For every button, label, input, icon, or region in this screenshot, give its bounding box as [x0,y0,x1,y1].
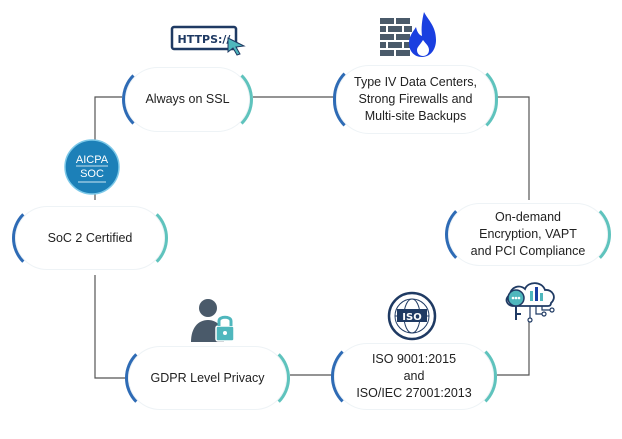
node-label: Type IV Data Centers, Strong Firewalls a… [354,75,477,123]
aicpa-text: AICPA [76,154,109,166]
node-gdpr: GDPR Level Privacy [125,343,290,413]
node-label: On-demand Encryption, VAPT and PCI Compl… [470,210,586,258]
node-label: Always on SSL [145,92,230,106]
node-label: SoC 2 Certified [47,230,133,245]
iso-seal-icon: ISO [387,291,437,341]
iso-text: ISO [402,312,421,323]
https-cursor-icon: HTTPS:// [170,25,246,56]
cloud-key-icon [505,282,555,323]
user-lock-icon [191,299,235,342]
aicpa-soc-badge-icon: AICPA SOC [64,139,120,195]
soc-text: SOC [80,168,104,180]
node-label: GDPR Level Privacy [150,370,265,385]
node-data-centers: Type IV Data Centers, Strong Firewalls a… [333,62,498,137]
firewall-flame-icon [380,12,436,57]
node-always-on-ssl: Always on SSL [122,64,253,135]
node-encryption: On-demand Encryption, VAPT and PCI Compl… [445,200,611,269]
https-text: HTTPS:// [178,33,232,46]
node-label: ISO 9001:2015 and ISO/IEC 27001:2013 [356,352,472,400]
connector-datacenter-encryption [496,96,530,202]
node-iso: ISO 9001:2015 and ISO/IEC 27001:2013 [331,340,497,413]
node-soc2: SoC 2 Certified [12,203,168,273]
connector-encryption-iso [497,318,530,376]
connector-gdpr-soc [94,275,127,379]
